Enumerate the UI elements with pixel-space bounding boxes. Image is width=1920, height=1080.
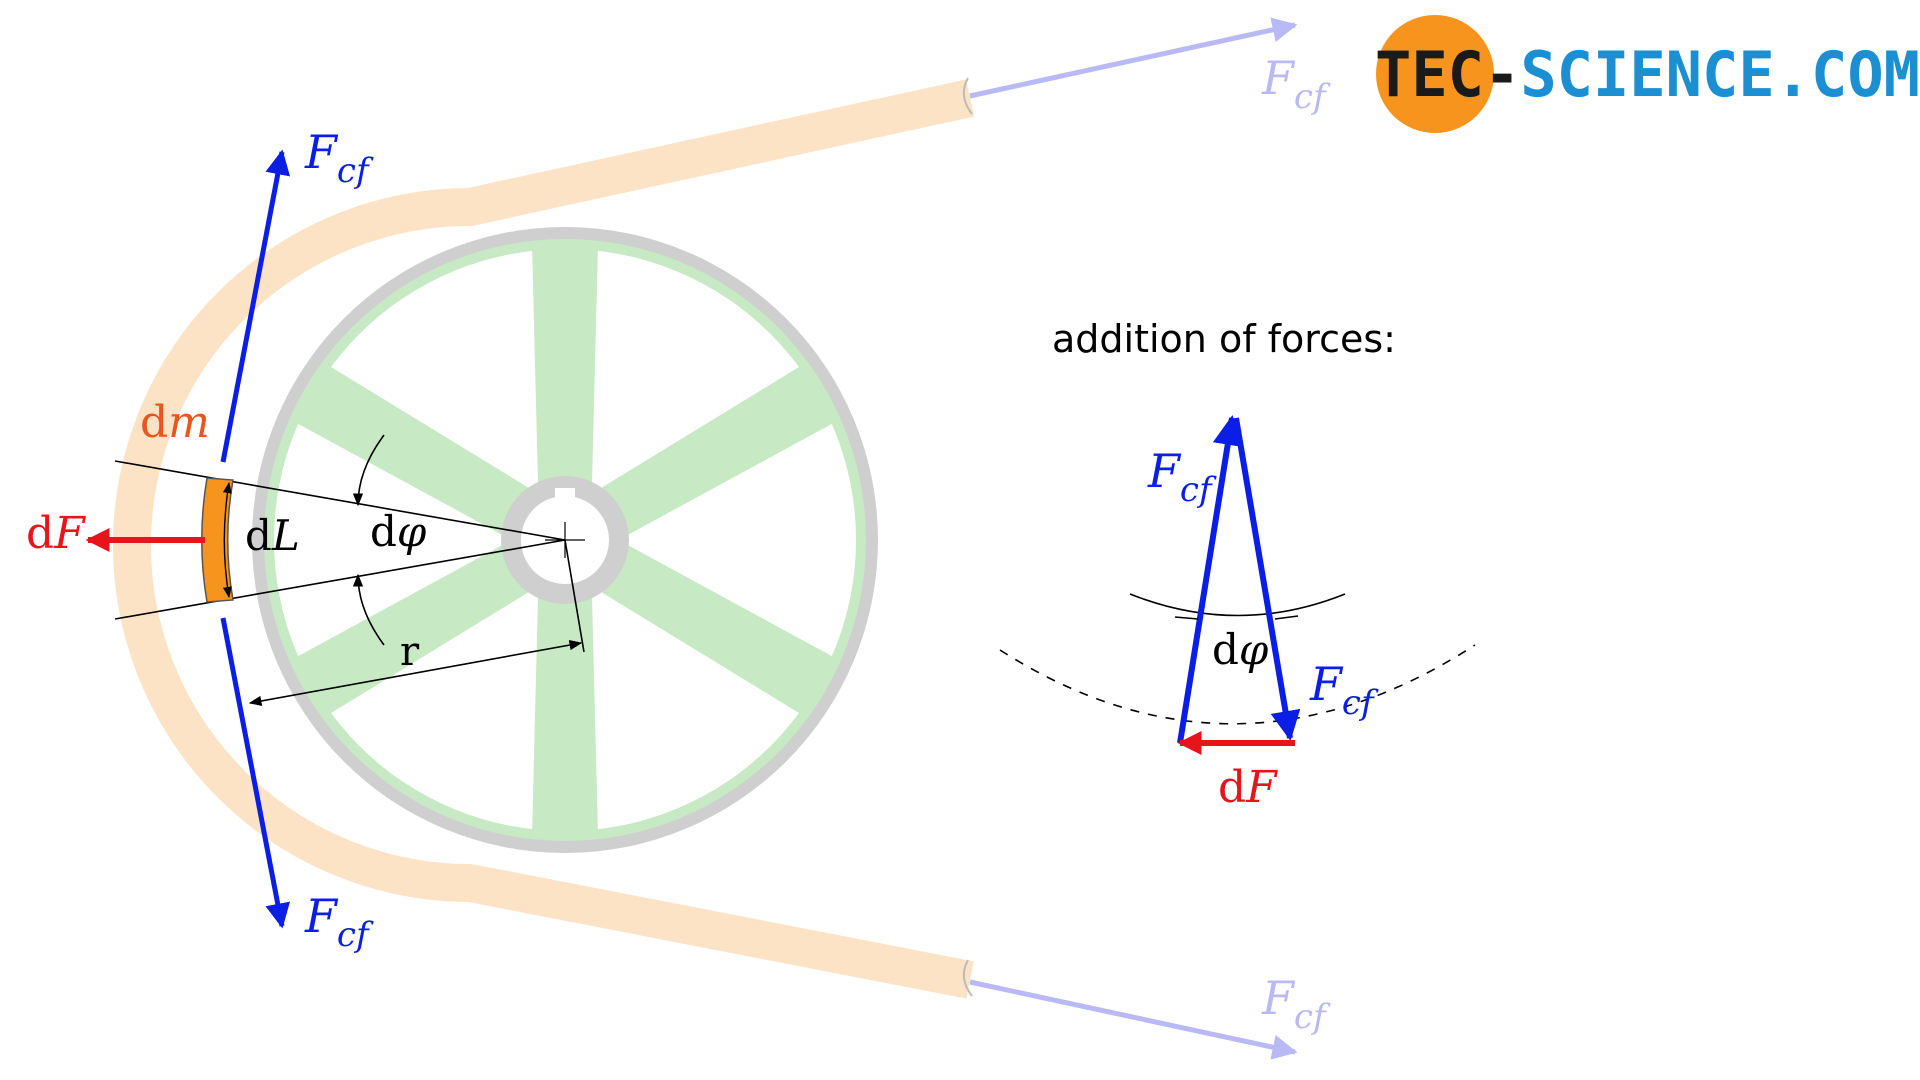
radius-dimension [248, 640, 583, 706]
label-df-triangle: dF [1218, 762, 1278, 813]
belt-break-bottom [962, 959, 973, 997]
spoke-down [532, 597, 598, 836]
angle-line-upper [114, 460, 566, 541]
pulley-keyway [555, 488, 575, 502]
label-fcf-bottom: Fcf [304, 889, 374, 955]
mass-element-segment [201, 477, 234, 603]
logo-text: TEC-SCIENCE.COM [1375, 38, 1920, 111]
label-df-main: dF [26, 508, 86, 559]
label-fcf-triangle-down: Fcf [1309, 657, 1379, 723]
spoke-up [532, 244, 598, 483]
main-labels: Fcf Fcf Fcf Fcf dF dm dL dφ r [26, 51, 1331, 1037]
forces-main [85, 17, 1298, 1060]
fcf-arrow-faded-top [969, 17, 1298, 99]
geometry-lines [114, 434, 585, 706]
fcf-arrow-faded-bottom [969, 979, 1298, 1060]
label-r: r [400, 629, 420, 675]
triangle-fcf-down [1233, 417, 1301, 741]
logo-text-science: SCIENCE [1520, 38, 1774, 111]
dl-arc [222, 481, 232, 599]
logo-text-com: .COM [1775, 38, 1920, 111]
logo-circle [1376, 15, 1494, 133]
label-fcf-faded-top: Fcf [1261, 51, 1331, 117]
belt-break-top [962, 77, 973, 115]
label-fcf-top: Fcf [304, 125, 374, 191]
addition-heading: addition of forces: [1052, 317, 1396, 361]
fcf-arrow-bottom [220, 617, 291, 929]
belt-band [113, 79, 975, 999]
spoke-up-right [600, 363, 838, 535]
belt [113, 77, 975, 999]
angle-line-lower [114, 539, 566, 620]
dphi-tick-right [1274, 615, 1299, 620]
dashed-circle-arc [999, 644, 1476, 725]
label-dphi-triangle: dφ [1212, 625, 1269, 674]
fcf-arrow-top [220, 149, 291, 463]
dphi-tick-left [1174, 616, 1199, 620]
label-dphi-main: dφ [370, 507, 427, 556]
triangle-labels: Fcf Fcf dφ dF [1147, 444, 1379, 813]
label-fcf-faded-bottom: Fcf [1261, 971, 1331, 1037]
logo-text-tec: TEC- [1375, 38, 1520, 111]
spoke-up-left [292, 363, 530, 535]
label-dl: dL [245, 511, 300, 560]
label-dm: dm [140, 397, 210, 448]
label-fcf-triangle-up: Fcf [1147, 444, 1217, 510]
tec-science-logo: TEC-SCIENCE.COM [1375, 15, 1920, 133]
mass-element [201, 477, 234, 603]
dphi-arc-lower [352, 573, 385, 646]
dphi-arc-upper [352, 434, 385, 507]
force-triangle [999, 415, 1476, 755]
spoke-down-right [600, 545, 838, 717]
triangle-fcf-up [1177, 415, 1243, 744]
radius-extension [564, 539, 585, 653]
dphi-arc-triangle [1129, 593, 1346, 617]
